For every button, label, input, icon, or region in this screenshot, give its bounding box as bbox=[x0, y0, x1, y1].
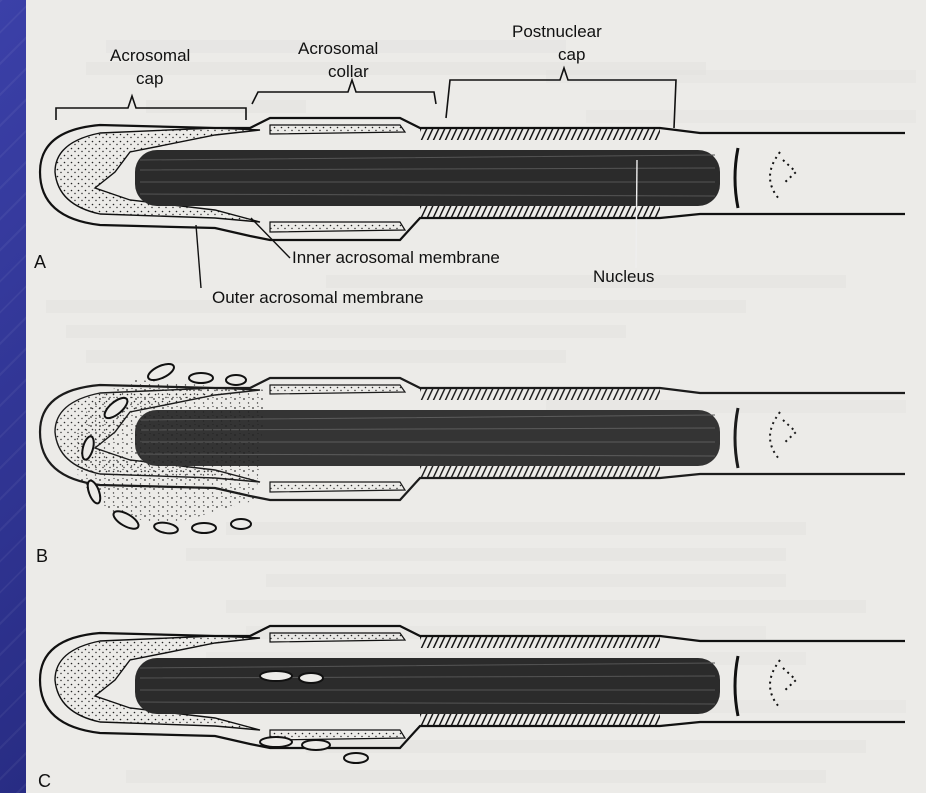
panel-a-letter: A bbox=[34, 252, 46, 272]
postnuclear-cap-label: Postnuclear bbox=[512, 22, 602, 41]
inner-membrane-label: Inner acrosomal membrane bbox=[292, 248, 500, 267]
postnuclear-cap-label-line2: cap bbox=[558, 45, 585, 64]
acrosomal-collar-label: Acrosomal bbox=[298, 39, 378, 58]
nucleus-label: Nucleus bbox=[593, 267, 654, 286]
scanned-textbook-page: Acrosomal cap Acrosomal collar Postnucle… bbox=[26, 0, 926, 793]
acrosomal-cap-label-line2: cap bbox=[136, 69, 163, 88]
panel-c-letter: C bbox=[38, 771, 51, 791]
dispersed-acrosomal-content bbox=[75, 380, 266, 521]
acrosomal-collar-label-line2: collar bbox=[328, 62, 369, 81]
sperm-acrosome-diagram: Acrosomal cap Acrosomal collar Postnucle… bbox=[26, 0, 926, 793]
nucleus-leader bbox=[636, 160, 637, 268]
outer-membrane-label: Outer acrosomal membrane bbox=[212, 288, 424, 307]
acrosomal-cap-label: Acrosomal bbox=[110, 46, 190, 65]
panel-b-letter: B bbox=[36, 546, 48, 566]
